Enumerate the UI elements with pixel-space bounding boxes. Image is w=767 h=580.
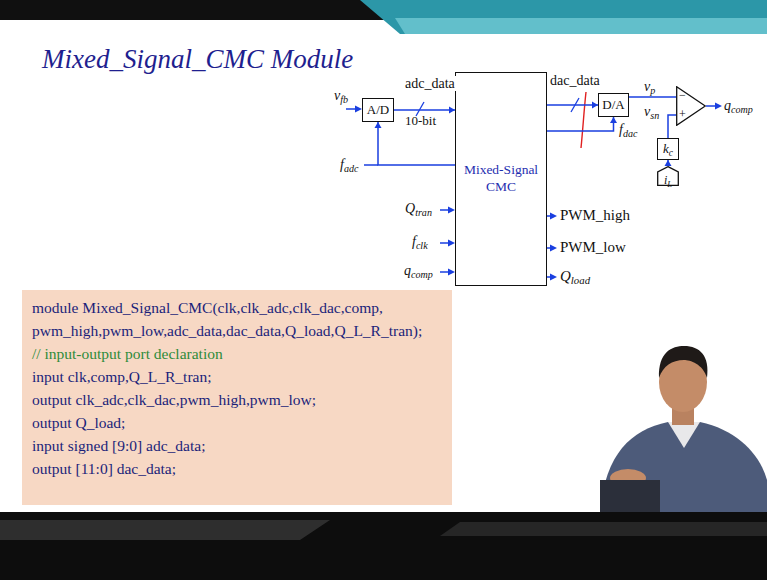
- slide-title: Mixed_Signal_CMC Module: [42, 44, 353, 75]
- subscript: clk: [416, 240, 428, 251]
- current-source-tag: iL: [657, 166, 679, 191]
- outline: [677, 87, 706, 126]
- bottom-bar: [0, 512, 767, 580]
- controller-block: Mixed-Signal CMC: [455, 72, 547, 286]
- signal-wire: [364, 164, 378, 166]
- edge-label: adc_data: [404, 76, 456, 91]
- arrow-head: [550, 213, 557, 220]
- node-text: D/A: [602, 97, 624, 113]
- signal-wire: [440, 242, 449, 244]
- code-line: input clk,comp,Q_L_R_tran;: [32, 365, 442, 388]
- top-accent: [395, 18, 767, 34]
- subscript: L: [667, 179, 672, 189]
- signal-wire: [440, 209, 449, 211]
- top-accent: [360, 0, 767, 34]
- signal-label: Qtran: [405, 201, 432, 216]
- signal-label: qcomp: [404, 263, 433, 278]
- connector: [547, 102, 598, 109]
- bottom-accent: [0, 520, 330, 540]
- converter-box: A/D: [362, 98, 394, 122]
- arrow-head: [665, 160, 672, 166]
- converter-box: D/A: [598, 93, 629, 117]
- subscript: tran: [415, 207, 432, 218]
- connector-line: [668, 115, 676, 138]
- arrow-head: [448, 240, 455, 247]
- pen-annotation: [581, 92, 586, 148]
- signal-label: PWM_high: [560, 207, 630, 224]
- code-line: output [11:0] dac_data;: [32, 457, 442, 480]
- bottom-accent: [440, 522, 767, 536]
- arrow-head: [448, 207, 455, 214]
- signal-wire: [346, 108, 356, 110]
- node-text: kc: [663, 141, 673, 157]
- subscript: adc: [344, 163, 359, 174]
- arrow-head: [375, 122, 382, 128]
- code-line: input signed [9:0] adc_data;: [32, 434, 442, 457]
- code-line: output Q_load;: [32, 411, 442, 434]
- signal-label: fclk: [412, 234, 428, 249]
- connector: [665, 160, 672, 166]
- connector-line: [547, 117, 614, 131]
- connector-line: [394, 109, 455, 111]
- subscript: load: [571, 274, 590, 286]
- node-text: A/D: [367, 102, 389, 118]
- arrow-head: [610, 117, 617, 123]
- arrow-head: [355, 106, 362, 113]
- node-text: −: [679, 89, 686, 101]
- connector: [629, 97, 676, 98]
- signal-label: fadc: [340, 157, 358, 172]
- connector: [547, 117, 617, 131]
- code-line: output clk_adc,clk_dac,pwm_high,pwm_low;: [32, 388, 442, 411]
- presenter-figure: [600, 346, 767, 512]
- code-line: // input-output port declaration: [32, 342, 442, 365]
- arrow-head: [550, 245, 557, 252]
- node-text: +: [679, 108, 686, 120]
- connector: [668, 115, 676, 138]
- subscript: fb: [340, 94, 348, 105]
- arrow-head: [448, 269, 455, 276]
- connector-line: [378, 122, 455, 165]
- arrow-head: [715, 103, 722, 110]
- subscript: comp: [411, 269, 433, 280]
- signal-label: 10-bit: [405, 114, 436, 128]
- signal-wire: [706, 105, 716, 107]
- code-line: module Mixed_Signal_CMC(clk,clk_adc,clk_…: [32, 296, 442, 342]
- connector-line: [629, 96, 676, 98]
- subscript: dac: [623, 128, 638, 139]
- gain-block: kc: [657, 138, 679, 160]
- node-text: Mixed-Signal CMC: [456, 162, 546, 196]
- arrow-head: [550, 274, 557, 281]
- subscript: p: [650, 85, 655, 96]
- signal-label: Qload: [560, 268, 590, 285]
- connector: [394, 107, 455, 114]
- comparator-symbol: −+: [676, 86, 706, 126]
- signal-label: fdac: [619, 122, 637, 137]
- signal-wire: [440, 271, 449, 273]
- subscript: c: [669, 148, 673, 158]
- signal-label: PWM_low: [560, 239, 626, 256]
- connector: [375, 122, 456, 165]
- subscript: comp: [731, 104, 753, 115]
- edge-label: dac_data: [549, 73, 601, 88]
- node-text: iL: [664, 169, 672, 188]
- subscript: sn: [650, 110, 659, 121]
- signal-label: vfb: [334, 88, 348, 103]
- connector-line: [547, 104, 598, 106]
- edge-label: vsn: [643, 104, 660, 119]
- signal-label: qcomp: [724, 98, 753, 113]
- code-panel: module Mixed_Signal_CMC(clk,clk_adc,clk_…: [22, 290, 452, 505]
- edge-label: vp: [643, 79, 656, 94]
